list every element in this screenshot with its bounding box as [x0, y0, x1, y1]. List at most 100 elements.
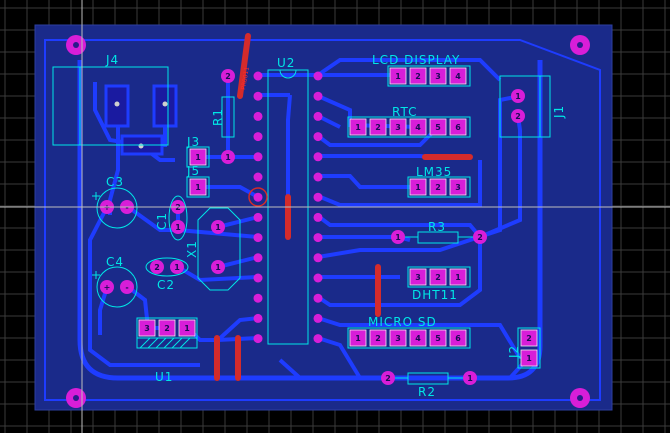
microsd-pad-ring [352, 332, 364, 344]
r2_pads-pad-ring [381, 371, 395, 385]
u1-label: U1 [155, 370, 173, 384]
c2_pads-pad-number: 2 [154, 263, 160, 272]
microsd-pad-ring [432, 332, 444, 344]
microsd-pad-number: 5 [435, 334, 441, 343]
u2-pin [253, 313, 263, 323]
r1-label: R1 [211, 108, 225, 126]
r2-label: R2 [418, 385, 436, 399]
r3-label: R3 [428, 220, 446, 234]
microsd-header-outline [347, 327, 471, 349]
rtc-header-outline [347, 116, 471, 138]
j3-pad-ring [192, 151, 204, 163]
u2-pin [313, 313, 323, 323]
c4_pads-pad-number: - [125, 283, 128, 292]
r2_pads-pad-number: 2 [385, 374, 391, 383]
j4-pad-dot [162, 101, 168, 107]
rtc-pad-number: 6 [455, 123, 461, 132]
u2-pin [313, 152, 323, 162]
j5-label: J5 [186, 164, 200, 178]
u1-pad-ring [181, 322, 193, 334]
lcd-pad-ring [452, 70, 464, 82]
u2-pin [313, 273, 323, 283]
dht11-pad-number: 3 [415, 273, 421, 282]
top-layer-traces [214, 33, 473, 381]
x1_pads-pad-ring [211, 260, 225, 274]
u1-pad-number: 2 [164, 324, 170, 333]
u2-right-pins [313, 71, 323, 344]
j3-label: J3 [186, 135, 200, 149]
x1-label: X1 [185, 240, 199, 258]
microsd-pad-number: 2 [375, 334, 381, 343]
rtc-pad-ring [392, 121, 404, 133]
lm35-pad-number: 2 [435, 183, 441, 192]
c4_pads-pad-ring [120, 280, 134, 294]
microsd-pad-ring [372, 332, 384, 344]
x1_pads-pad-number: 1 [215, 223, 221, 232]
rtc-pad-number: 4 [415, 123, 421, 132]
mount-hole-top-left-inner [73, 42, 79, 48]
j1-pad-number: 1 [515, 92, 521, 101]
dht11-pad-ring [412, 271, 424, 283]
j4-pad-dot [114, 101, 120, 107]
u1-pad-number: 1 [184, 324, 190, 333]
rtc-pad-ring [432, 121, 444, 133]
u1-pad-number: 3 [144, 324, 150, 333]
microsd-pad-number: 4 [415, 334, 421, 343]
c4_pads-pad-number: + [104, 283, 111, 292]
dht11-pad-number: 1 [455, 273, 461, 282]
lcd-label: LCD DISPLAY [372, 53, 460, 67]
microsd-pad-number: 1 [355, 334, 361, 343]
c2-label: C2 [157, 278, 175, 292]
dht11-pad-ring [432, 271, 444, 283]
u2-pin [313, 91, 323, 101]
mount-hole-top-right-inner [577, 42, 583, 48]
u2-pin [253, 111, 263, 121]
lm35-outline [407, 176, 471, 198]
j2-pad-ring [523, 352, 535, 364]
lcd-pad-ring [412, 70, 424, 82]
j3-pad-number: 1 [195, 153, 201, 162]
lcd-pad-ring [392, 70, 404, 82]
lcd-pad-number: 1 [395, 72, 401, 81]
via-marker [248, 187, 268, 207]
lcd-pad-number: 4 [455, 72, 461, 81]
c1_pads-pad-number: 1 [175, 223, 181, 232]
mount-hole-bottom-left-inner [73, 395, 79, 401]
u2-label: U2 [277, 56, 295, 70]
c4-outline [96, 266, 138, 308]
u2-pin [253, 334, 263, 344]
j5-pad-ring [192, 181, 204, 193]
r1_pads-pad-ring [221, 69, 235, 83]
dht11-label: DHT11 [412, 288, 458, 302]
u2-pin [253, 273, 263, 283]
dht11-pad-number: 2 [435, 273, 441, 282]
outer-border-trace [44, 39, 601, 401]
lm35-label: LM35 [416, 165, 452, 179]
j5-outline [186, 176, 210, 198]
c3-label: C3 [106, 175, 124, 189]
j4-label: J4 [105, 53, 119, 67]
u1-pad-ring [141, 322, 153, 334]
rtc-pad-ring [352, 121, 364, 133]
u2-pin [313, 132, 323, 142]
microsd-pad-ring [412, 332, 424, 344]
u2-pin [253, 212, 263, 222]
rtc-pad-number: 2 [375, 123, 381, 132]
r3_pads-pad-ring [473, 230, 487, 244]
component-pads: 123412345612332112345632112211121221+-+-… [100, 67, 538, 385]
lm35-pad-number: 3 [455, 183, 461, 192]
j4-pad-dot [138, 143, 144, 149]
u2-pin [253, 192, 263, 202]
dht11-outline [407, 266, 471, 288]
c1-outline [168, 195, 188, 241]
c1_pads-pad-ring [171, 220, 185, 234]
u1-pad-ring [161, 322, 173, 334]
r3_pads-pad-number: 2 [477, 233, 483, 242]
u2-pin [253, 233, 263, 243]
u2-pin [253, 152, 263, 162]
u2-pin [313, 71, 323, 81]
c2_pads-pad-ring [170, 260, 184, 274]
u2-pin [253, 71, 263, 81]
r2_pads-pad-number: 1 [467, 374, 473, 383]
